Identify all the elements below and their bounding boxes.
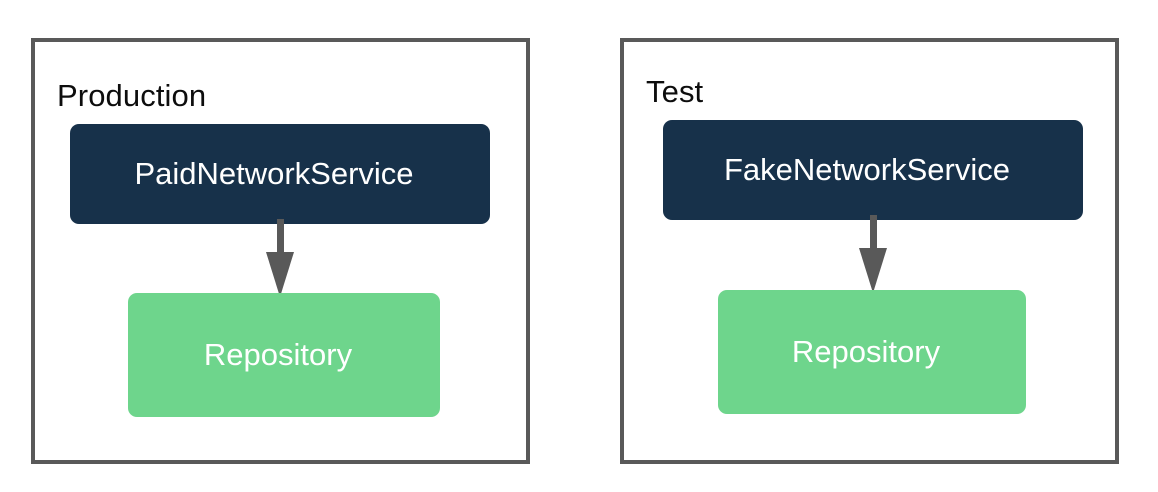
node-fake-network-service[interactable]: FakeNetworkService <box>663 120 1083 220</box>
node-repository-test[interactable]: Repository <box>718 290 1026 414</box>
node-label-repository-test: Repository <box>791 334 941 369</box>
node-label-paid-network-service: PaidNetworkService <box>134 156 414 191</box>
node-label-fake-network-service: FakeNetworkService <box>724 152 1010 187</box>
node-paid-network-service[interactable]: PaidNetworkService <box>70 124 490 224</box>
environment-title-test: Test <box>646 74 704 109</box>
node-repository-production[interactable]: Repository <box>128 293 440 417</box>
dependency-arrow-production <box>266 219 294 297</box>
node-label-repository-production: Repository <box>203 337 353 372</box>
dependency-arrow-test <box>859 215 887 293</box>
environment-title-production: Production <box>57 78 207 113</box>
